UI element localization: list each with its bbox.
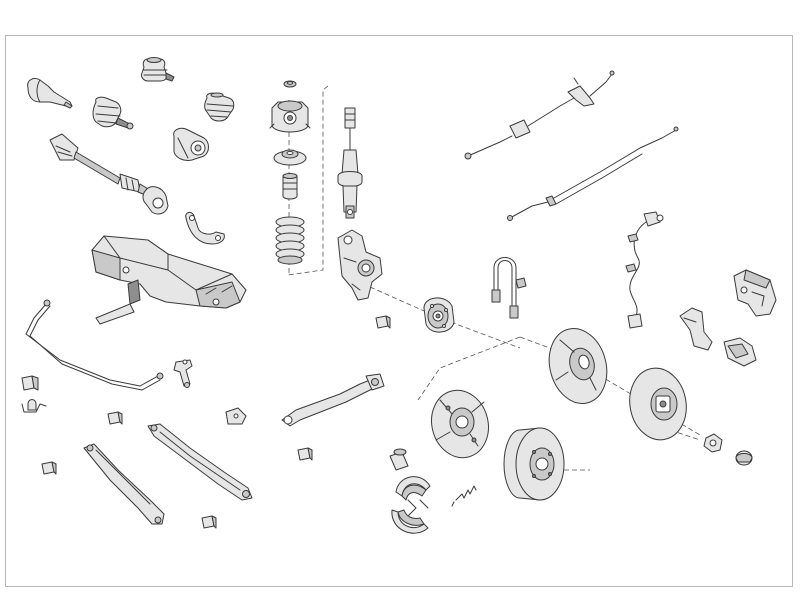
drive-shaft-icon[interactable] — [50, 134, 168, 214]
brake-shoe-set-icon[interactable] — [392, 477, 430, 534]
strut-mount-bearing-icon[interactable] — [284, 81, 296, 87]
bushing-lower-left-icon[interactable] — [42, 462, 56, 474]
coil-spring-icon[interactable] — [276, 217, 304, 264]
cv-joint-outer-left-icon[interactable] — [28, 78, 72, 108]
bushing-lower-mid-icon[interactable] — [202, 516, 216, 528]
cv-joint-inner-icon[interactable] — [93, 97, 133, 129]
brake-pad-icon[interactable] — [724, 338, 756, 366]
brake-disc-front-icon[interactable] — [624, 364, 692, 445]
brake-disc-rear-icon[interactable] — [541, 322, 615, 410]
bushing-knuckle-icon[interactable] — [376, 316, 390, 328]
brake-spring-icon[interactable] — [452, 486, 476, 506]
abs-sensor-cable-icon[interactable] — [626, 212, 663, 328]
handbrake-cable-short-icon[interactable] — [465, 71, 614, 159]
brake-backing-plate-icon[interactable] — [424, 384, 496, 464]
wheel-cylinder-icon[interactable] — [390, 449, 408, 470]
handbrake-cable-long-icon[interactable] — [508, 127, 679, 221]
coil-spring-seat-icon[interactable] — [274, 150, 306, 165]
cv-boot-large-icon[interactable] — [205, 93, 234, 121]
trailing-arm-icon[interactable] — [84, 444, 164, 524]
wheel-bearing-nut-icon[interactable] — [704, 434, 722, 452]
stabilizer-bushing-icon[interactable] — [22, 376, 38, 390]
control-arm-mount-icon[interactable] — [226, 408, 246, 424]
stabilizer-clamp-icon[interactable] — [22, 400, 46, 413]
dust-cap-icon[interactable] — [736, 451, 752, 465]
strut-top-mount-icon[interactable] — [270, 101, 310, 132]
brake-caliper-icon[interactable] — [734, 270, 776, 316]
brake-drum-icon[interactable] — [504, 428, 564, 500]
steering-knuckle-icon[interactable] — [338, 230, 382, 300]
cv-boot-small-icon[interactable] — [141, 58, 174, 82]
stabilizer-link-icon[interactable] — [174, 360, 192, 388]
wheel-hub-icon[interactable] — [424, 298, 454, 332]
bump-stop-icon[interactable] — [283, 174, 297, 200]
control-arm-icon[interactable] — [282, 374, 384, 426]
bushing-icon[interactable] — [108, 412, 122, 424]
stabilizer-bracket-icon[interactable] — [186, 212, 225, 244]
anti-roll-bar-icon[interactable] — [26, 300, 163, 390]
brake-hose-icon[interactable] — [516, 278, 526, 288]
u-bolt-icon[interactable] — [492, 258, 518, 319]
bushing-arm-icon[interactable] — [298, 448, 312, 460]
shock-absorber-icon[interactable] — [338, 108, 362, 218]
brake-caliper-bracket-icon[interactable] — [680, 308, 712, 350]
trailing-arm-rear-icon[interactable] — [148, 424, 252, 500]
subframe-icon[interactable] — [92, 236, 246, 324]
cv-joint-tripod-icon[interactable] — [174, 128, 209, 160]
